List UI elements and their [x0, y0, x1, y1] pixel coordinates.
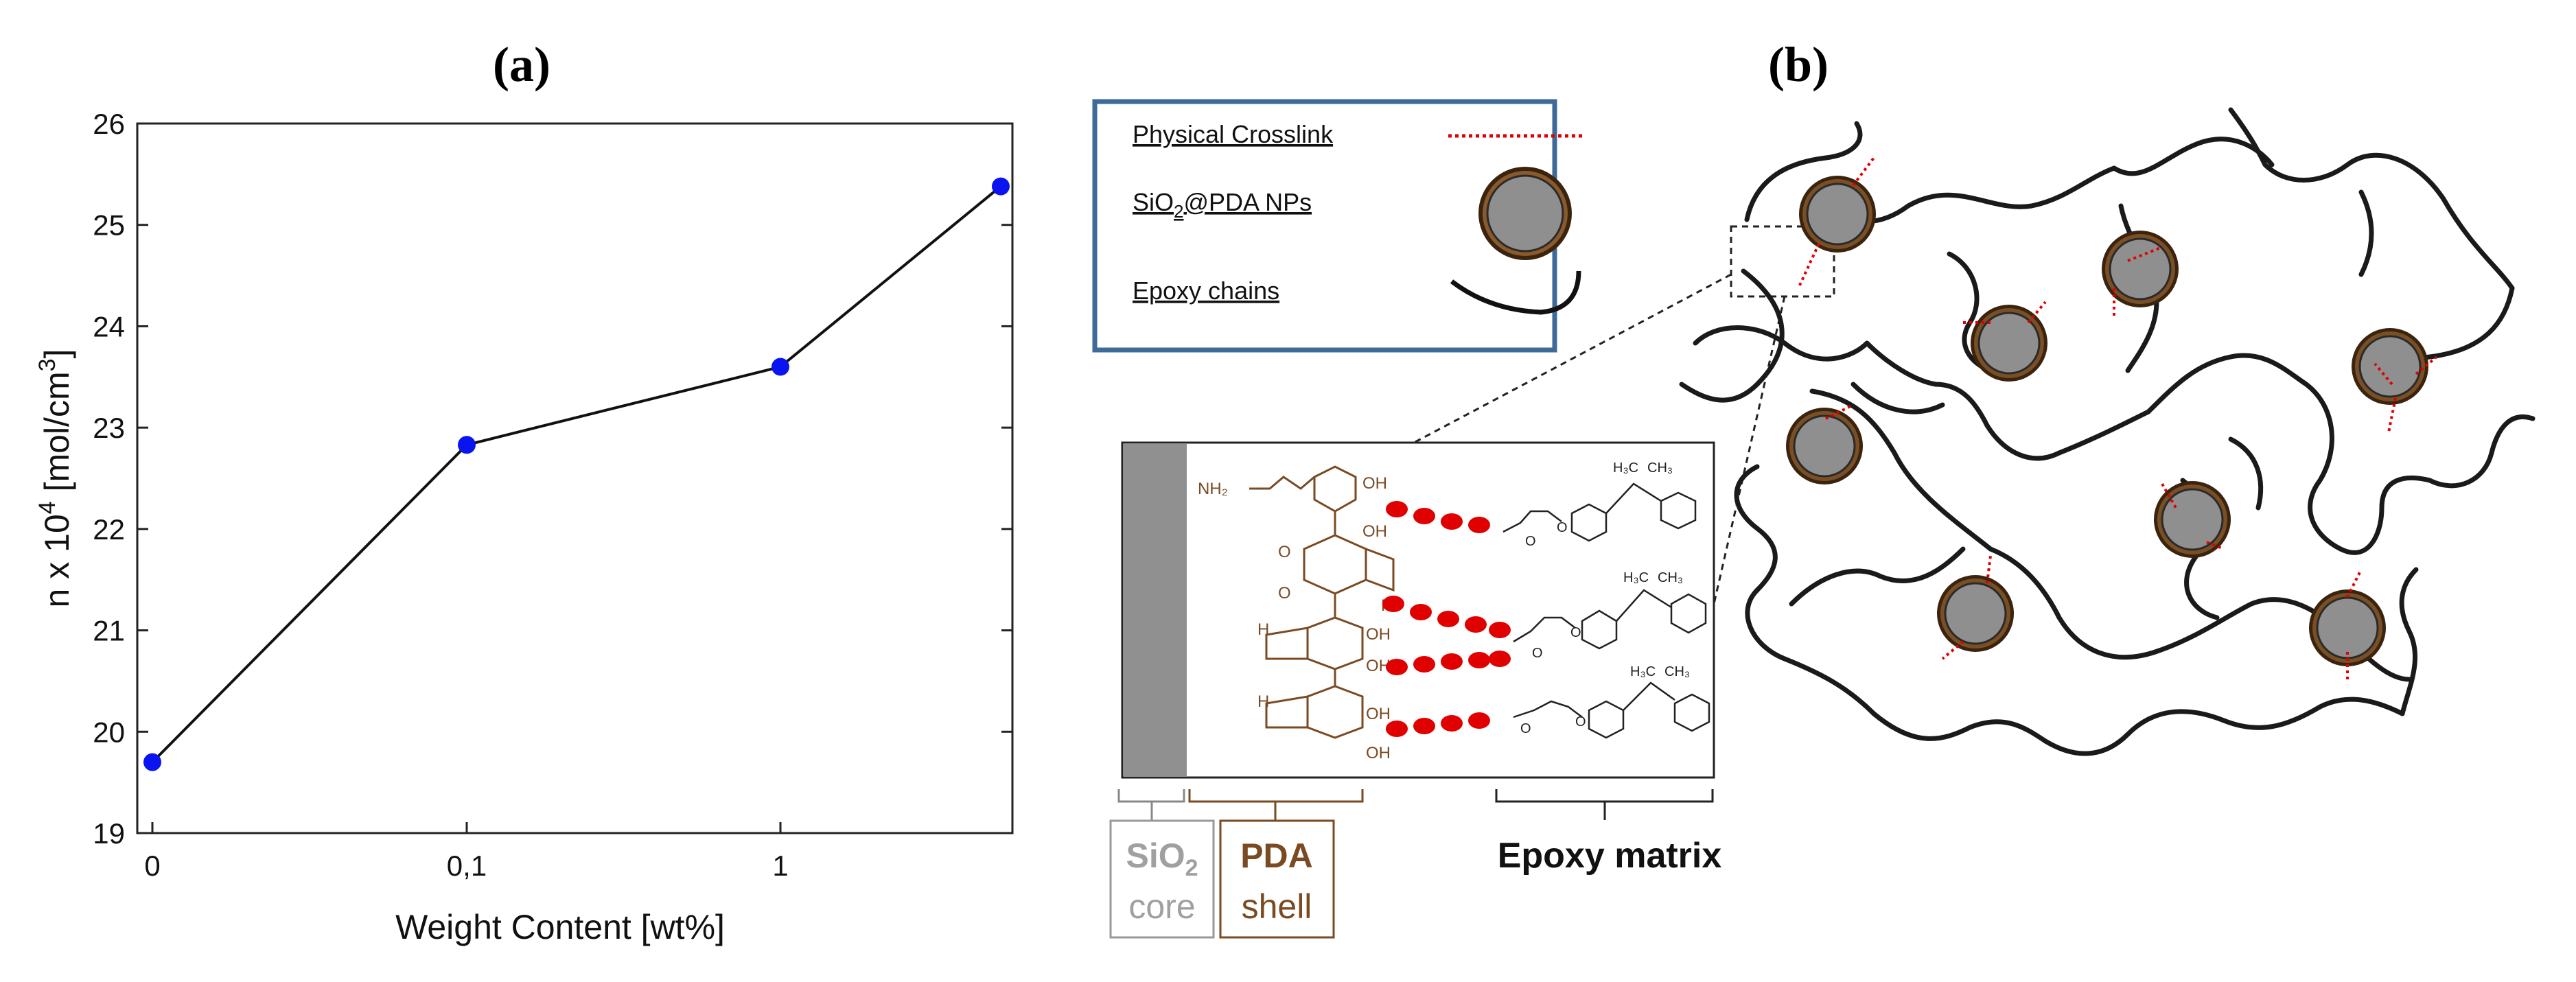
epoxy-matrix-label: Epoxy matrix: [1498, 836, 1722, 876]
svg-text:OH: OH: [1366, 625, 1391, 644]
legend-box: Physical Crosslink SiO2@PDA NPs Epoxy ch…: [1092, 99, 1582, 353]
svg-text:O: O: [1570, 625, 1581, 640]
x-tick-label: 1: [772, 850, 788, 882]
svg-text:CH₃: CH₃: [1658, 570, 1683, 585]
epoxy-network: [1679, 107, 2536, 756]
y-axis-title-unit: [mol/cm: [38, 371, 76, 501]
y-tick-label: 23: [93, 412, 125, 444]
sio2-core-tag: SiO2 core: [1109, 819, 1215, 939]
y-axis-title-close: ]: [38, 349, 76, 359]
svg-text:CH₃: CH₃: [1647, 460, 1673, 476]
pda-structure: [1249, 465, 1395, 739]
svg-text:OH: OH: [1366, 744, 1391, 762]
nanoparticle: [1971, 305, 2047, 382]
epoxy-structures: [1502, 482, 1710, 739]
detail-box: NH₂ OH OH O O H H OH OH H OH OH: [1121, 441, 1715, 779]
nanoparticle: [2102, 231, 2179, 307]
y-tick-label: 21: [93, 615, 125, 647]
y-axis-title: n x 104 [mol/cm3]: [34, 349, 76, 608]
x-tick-label: 0: [144, 850, 160, 882]
y-axis-title-exp: 4: [34, 501, 60, 514]
series-line: [143, 177, 1010, 771]
y-axis-title-main: n x 10: [38, 514, 76, 607]
nanoparticle: [2309, 589, 2386, 666]
detail-brackets: [1117, 789, 1714, 820]
svg-text:O: O: [1575, 714, 1586, 729]
legend-epoxy-label: Epoxy chains: [1133, 277, 1279, 305]
svg-text:O: O: [1520, 721, 1531, 736]
data-point: [143, 753, 161, 771]
nanoparticle: [1937, 575, 2014, 652]
svg-text:O: O: [1557, 520, 1568, 535]
y-tick-label: 19: [93, 817, 125, 850]
core-label: core: [1128, 887, 1195, 926]
data-point: [771, 358, 789, 376]
nanoparticle: [2352, 328, 2428, 405]
series-path: [151, 185, 1002, 764]
legend-nps-label: SiO2@PDA NPs: [1133, 188, 1312, 222]
svg-text:CH₃: CH₃: [1664, 664, 1690, 679]
svg-text:H₃C: H₃C: [1613, 460, 1638, 476]
y-tick-label: 22: [93, 513, 125, 546]
svg-text:OH: OH: [1362, 474, 1387, 493]
svg-text:NH₂: NH₂: [1198, 480, 1228, 498]
data-point: [458, 436, 476, 454]
x-axis-title: Weight Content [wt%]: [395, 908, 725, 946]
y-tick-label: 20: [93, 716, 125, 748]
svg-text:O: O: [1278, 584, 1291, 603]
nanoparticle: [1786, 408, 1863, 484]
x-tick-label: 0,1: [447, 850, 487, 882]
svg-text:O: O: [1532, 646, 1543, 661]
y-tick-label: 26: [93, 108, 125, 140]
sio2-core-layer: [1124, 444, 1187, 776]
sio2-label: SiO2: [1126, 837, 1198, 881]
legend-frame: [1092, 99, 1557, 353]
panel-a-label: (a): [493, 37, 550, 92]
pda-shell-tag: PDA shell: [1219, 819, 1335, 939]
legend-crosslink-label: Physical Crosslink: [1133, 120, 1334, 148]
data-point: [992, 177, 1010, 196]
svg-text:H: H: [1257, 620, 1269, 639]
chart-frame: [136, 122, 1014, 834]
svg-text:O: O: [1278, 543, 1291, 561]
legend-epoxy-swatch: [1450, 270, 1581, 315]
y-axis-title-unit-exp: 3: [34, 358, 60, 371]
svg-text:O: O: [1525, 534, 1536, 549]
svg-text:OH: OH: [1362, 522, 1387, 541]
y-axis: 19 20 21 22 23 24 25 26: [93, 108, 1012, 850]
nanoparticle: [1799, 176, 1876, 253]
network-crosslinks: [1797, 156, 2438, 679]
legend-np-icon: [1478, 167, 1572, 260]
svg-text:H: H: [1257, 692, 1269, 711]
y-tick-label: 24: [93, 310, 125, 342]
shell-label: shell: [1242, 887, 1312, 926]
zoom-indicator: [1413, 225, 1835, 605]
panel-b: (b) Physical Crosslink SiO2@PDA NPs Epox…: [1092, 37, 2536, 939]
epoxy-labels: O O H₃C CH₃ O O H₃C CH₃ O O H₃C CH₃: [1520, 460, 1690, 736]
panel-b-label: (b): [1768, 37, 1829, 92]
crosslink-dots: [1382, 501, 1511, 737]
y-tick-label: 25: [93, 209, 125, 242]
svg-text:H₃C: H₃C: [1630, 664, 1656, 679]
svg-text:H₃C: H₃C: [1623, 570, 1649, 585]
pda-label: PDA: [1240, 837, 1313, 875]
svg-text:OH: OH: [1366, 705, 1391, 723]
